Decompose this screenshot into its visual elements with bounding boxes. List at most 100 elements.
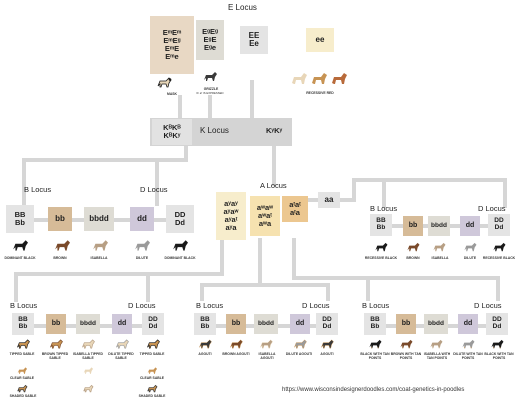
agouti-bbdd-box: bbdd [254,314,278,334]
agouti-dd-dominant-box: DD Dd [316,313,338,335]
left-label-0: DOMINANT BLACK [4,256,36,260]
sable-dog-clear-isabella-icon [82,366,94,376]
sable-dog-dilute-icon [114,338,130,351]
left-label-4: DOMINANT BLACK [164,256,196,260]
left-bb-box: bb [48,207,72,231]
agouti-label-2: ISABELLA AGOUTI [258,352,276,360]
sable-shaded-label-2: SHADED SABLE [138,394,166,398]
left-label-1: BROWN [53,256,67,260]
agouti-label-0: AGOUTI [198,352,212,356]
sable-dog-tipped-2-icon [145,338,161,351]
sable-dog-shaded-isabella-icon [82,384,94,394]
right-dog-dilute-icon [462,241,478,254]
sable-dog-brown-icon [48,338,64,351]
recessive-red-label: RECESSIVE RED [306,91,334,95]
left-dog-black-2-icon [170,238,190,254]
right-dog-brown-icon [405,241,421,254]
agouti-b-locus-title: B Locus [196,301,224,310]
k-locus-title: K Locus [200,126,229,135]
recessive-red-dogs-icon [290,70,350,88]
tan-label-2: ISABELLA WITH TAN POINTS [423,352,451,360]
left-b-locus-title: B Locus [24,185,52,194]
left-label-3: DILUTE [135,256,149,260]
sable-dd-box: dd [112,314,132,334]
tan-dog-black-icon [367,338,383,351]
mask-label: MASK [167,92,177,96]
left-dog-black-icon [10,238,30,254]
right-dd-box: dd [460,216,480,236]
left-bb-dominant-box: BB Bb [6,205,34,233]
sable-dog-tipped-icon [15,338,31,351]
right-label-2: ISABELLA [431,256,449,260]
left-dog-brown-icon [52,238,72,254]
tan-dog-isabella-icon [428,338,444,351]
right-dd-dominant-box: DD Dd [488,214,510,236]
tan-bbdd-box: bbdd [424,314,448,334]
sable-bb-box: bb [46,314,66,334]
tan-dog-dilute-icon [460,338,476,351]
sable-dog-shaded-2-icon [146,384,158,394]
right-dog-black-icon [373,241,389,254]
mask-genotype-box: EᵐEᵐ EᵐEᵍ EᵐE Eᵐe [150,16,194,74]
right-dog-isabella-icon [431,241,447,254]
agouti-label-1: BROWN AGOUTI [222,352,250,356]
agouti-dog-dilute-icon [292,338,308,351]
tan-b-locus-title: B Locus [362,301,390,310]
sable-bb-dominant-box: BB Bb [12,313,34,335]
tan-dd-box: dd [458,314,478,334]
right-label-1: BROWN [406,256,420,260]
mask-dog-icon [156,76,172,90]
right-bb-box: bb [403,216,423,236]
grizzle-note: IF aʸ IS EXPRESSED [196,91,224,95]
tan-points-genotype-box: aᵗaᵗ aᵗa [282,196,308,222]
tan-dd-dominant-box: DD Dd [486,313,508,335]
tan-dog-brown-icon [398,338,414,351]
sable-d-locus-title: D Locus [128,301,156,310]
right-d-locus-title: D Locus [478,204,506,213]
sable-label-3: DILUTE TIPPED SABLE [108,352,134,360]
a-locus-title: A Locus [260,181,287,190]
sable-shaded-label: SHADED SABLE [9,394,37,398]
agouti-dog-brown-icon [228,338,244,351]
kb-genotype-box: KᴮKᴮ KᴮKʸ [152,119,192,145]
agouti-label-3: DILUTE AGOUTI [285,352,313,356]
sable-clear-label: CLEAR SABLE [9,376,35,380]
agouti-dog-black-icon [197,338,213,351]
tan-bb-box: bb [396,314,416,334]
tan-label-0: BLACK WITH TAN POINTS [360,352,390,360]
sable-dog-clear-icon [16,366,28,376]
left-dog-dilute-icon [132,238,152,254]
sable-clear-label-2: CLEAR SABLE [139,376,165,380]
right-label-4: RECESSIVE BLACK [482,256,516,260]
source-url[interactable]: https://www.wisconsindesignerdoodles.com… [282,387,465,393]
tan-label-1: BROWN WITH TAN POINTS [390,352,422,360]
agouti-dog-black-2-icon [319,338,335,351]
sable-label-0: TIPPED SABLE [9,352,35,356]
sable-dog-shaded-icon [16,384,28,394]
tan-bb-dominant-box: BB Bb [364,313,386,335]
right-dog-black-2-icon [491,241,507,254]
aa-genotype-box: aa [318,192,340,208]
agouti-label-4: AGOUTI [320,352,334,356]
agouti-genotype-box: aʷaʷ aʷaᵗ aʷa [250,196,280,236]
sable-dog-clear-2-icon [146,366,158,376]
grizzle-label: GRIZZLE [203,87,219,91]
left-dog-isabella-icon [90,238,110,254]
tan-dog-black-2-icon [489,338,505,351]
sable-label-2: ISABELLA TIPPED SABLE [72,352,103,360]
left-label-2: ISABELLA [90,256,108,260]
sable-dog-isabella-icon [80,338,96,351]
right-bb-dominant-box: BB Bb [370,214,392,236]
left-bbdd-box: bbdd [84,207,114,231]
agouti-dd-box: dd [290,314,310,334]
sable-b-locus-title: B Locus [10,301,38,310]
sable-label-4: TIPPED SABLE [139,352,165,356]
left-d-locus-title: D Locus [140,185,168,194]
ky-genotype-label: KʸKʸ [266,126,283,135]
tan-label-3: DILUTE WITH TAN POINTS [453,352,483,360]
agouti-d-locus-title: D Locus [302,301,330,310]
grizzle-dog-icon [202,70,218,84]
right-label-3: DILUTE [463,256,477,260]
sable-dd-dominant-box: DD Dd [142,313,164,335]
grizzle-genotype-box: EᵍEᵍ EᵍE Eᵍe [196,20,224,60]
